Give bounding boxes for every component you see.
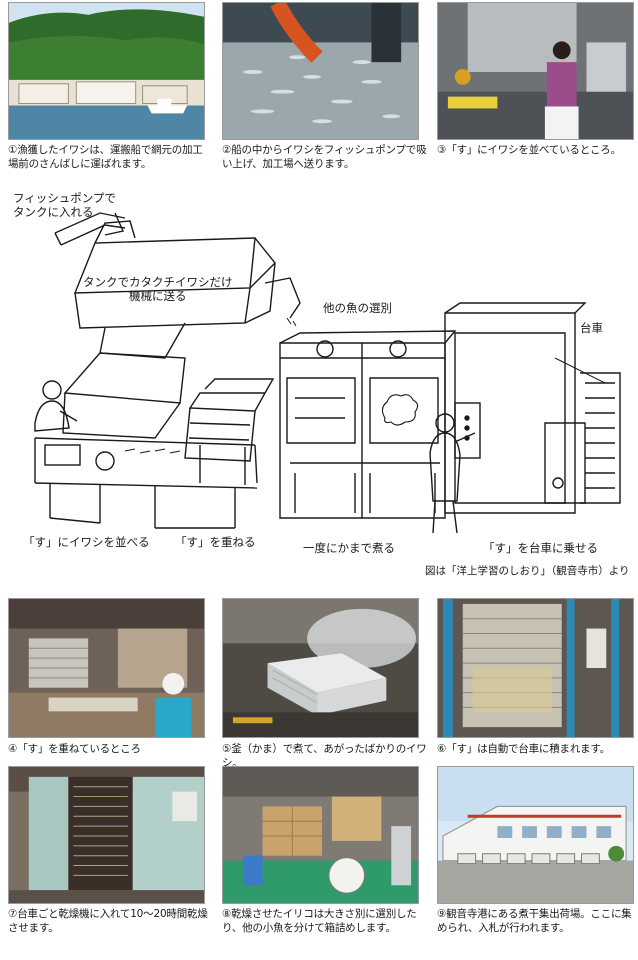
photo-sorting-boxing	[222, 766, 419, 904]
caption-9: ⑨観音寺港にある煮干集出荷場。ここに集められ、入札が行われます。	[437, 908, 632, 934]
caption-6: ⑥「す」は自動で台車に積まれます。	[437, 743, 610, 755]
label-stack-su: 「す」を重ねる	[175, 535, 256, 549]
caption-1: ①漁獲したイワシは、運搬船で網元の加工場前のさんばしに運ばれます。	[8, 144, 203, 170]
photo-boiled-sardines	[222, 598, 419, 738]
caption-7: ⑦台車ごと乾燥機に入れて10～20時間乾燥させます。	[8, 908, 208, 934]
process-diagram: フィッシュポンプで タンクに入れる タンクでカタクチイワシだけ 機械に送る 他の…	[5, 183, 633, 583]
label-arrange-su: 「す」にイワシを並べる	[23, 535, 150, 549]
label-boil: 一度にかまで煮る	[303, 541, 395, 555]
photo-stacking-su	[8, 598, 205, 738]
photo-shipping-station	[437, 766, 634, 904]
caption-8: ⑧乾燥させたイリコは大きさ別に選別したり、他の小魚を分けて箱詰めします。	[222, 908, 417, 934]
caption-2: ②船の中からイワシをフィッシュポンプで吸い上げ、加工場へ送ります。	[222, 144, 427, 170]
photo-auto-loading-cart	[437, 598, 634, 738]
label-tank: タンクでカタクチイワシだけ 機械に送る	[83, 275, 233, 303]
label-load-cart: 「す」を台車に乗せる	[483, 541, 598, 555]
label-cart: 台車	[580, 321, 603, 335]
label-fish-pump: フィッシュポンプで タンクに入れる	[13, 191, 116, 219]
photo-arranging-su	[437, 2, 634, 140]
diagram-source: 図は「洋上学習のしおり」（観音寺市）より	[425, 565, 630, 577]
photo-fish-pump	[222, 2, 419, 140]
caption-3: ③「す」にイワシを並べているところ。	[437, 144, 621, 156]
photo-dryer	[8, 766, 205, 904]
caption-4: ④「す」を重ねているところ	[8, 743, 141, 755]
label-select-other-fish: 他の魚の選別	[323, 301, 392, 315]
photo-harbor-boats	[8, 2, 205, 140]
